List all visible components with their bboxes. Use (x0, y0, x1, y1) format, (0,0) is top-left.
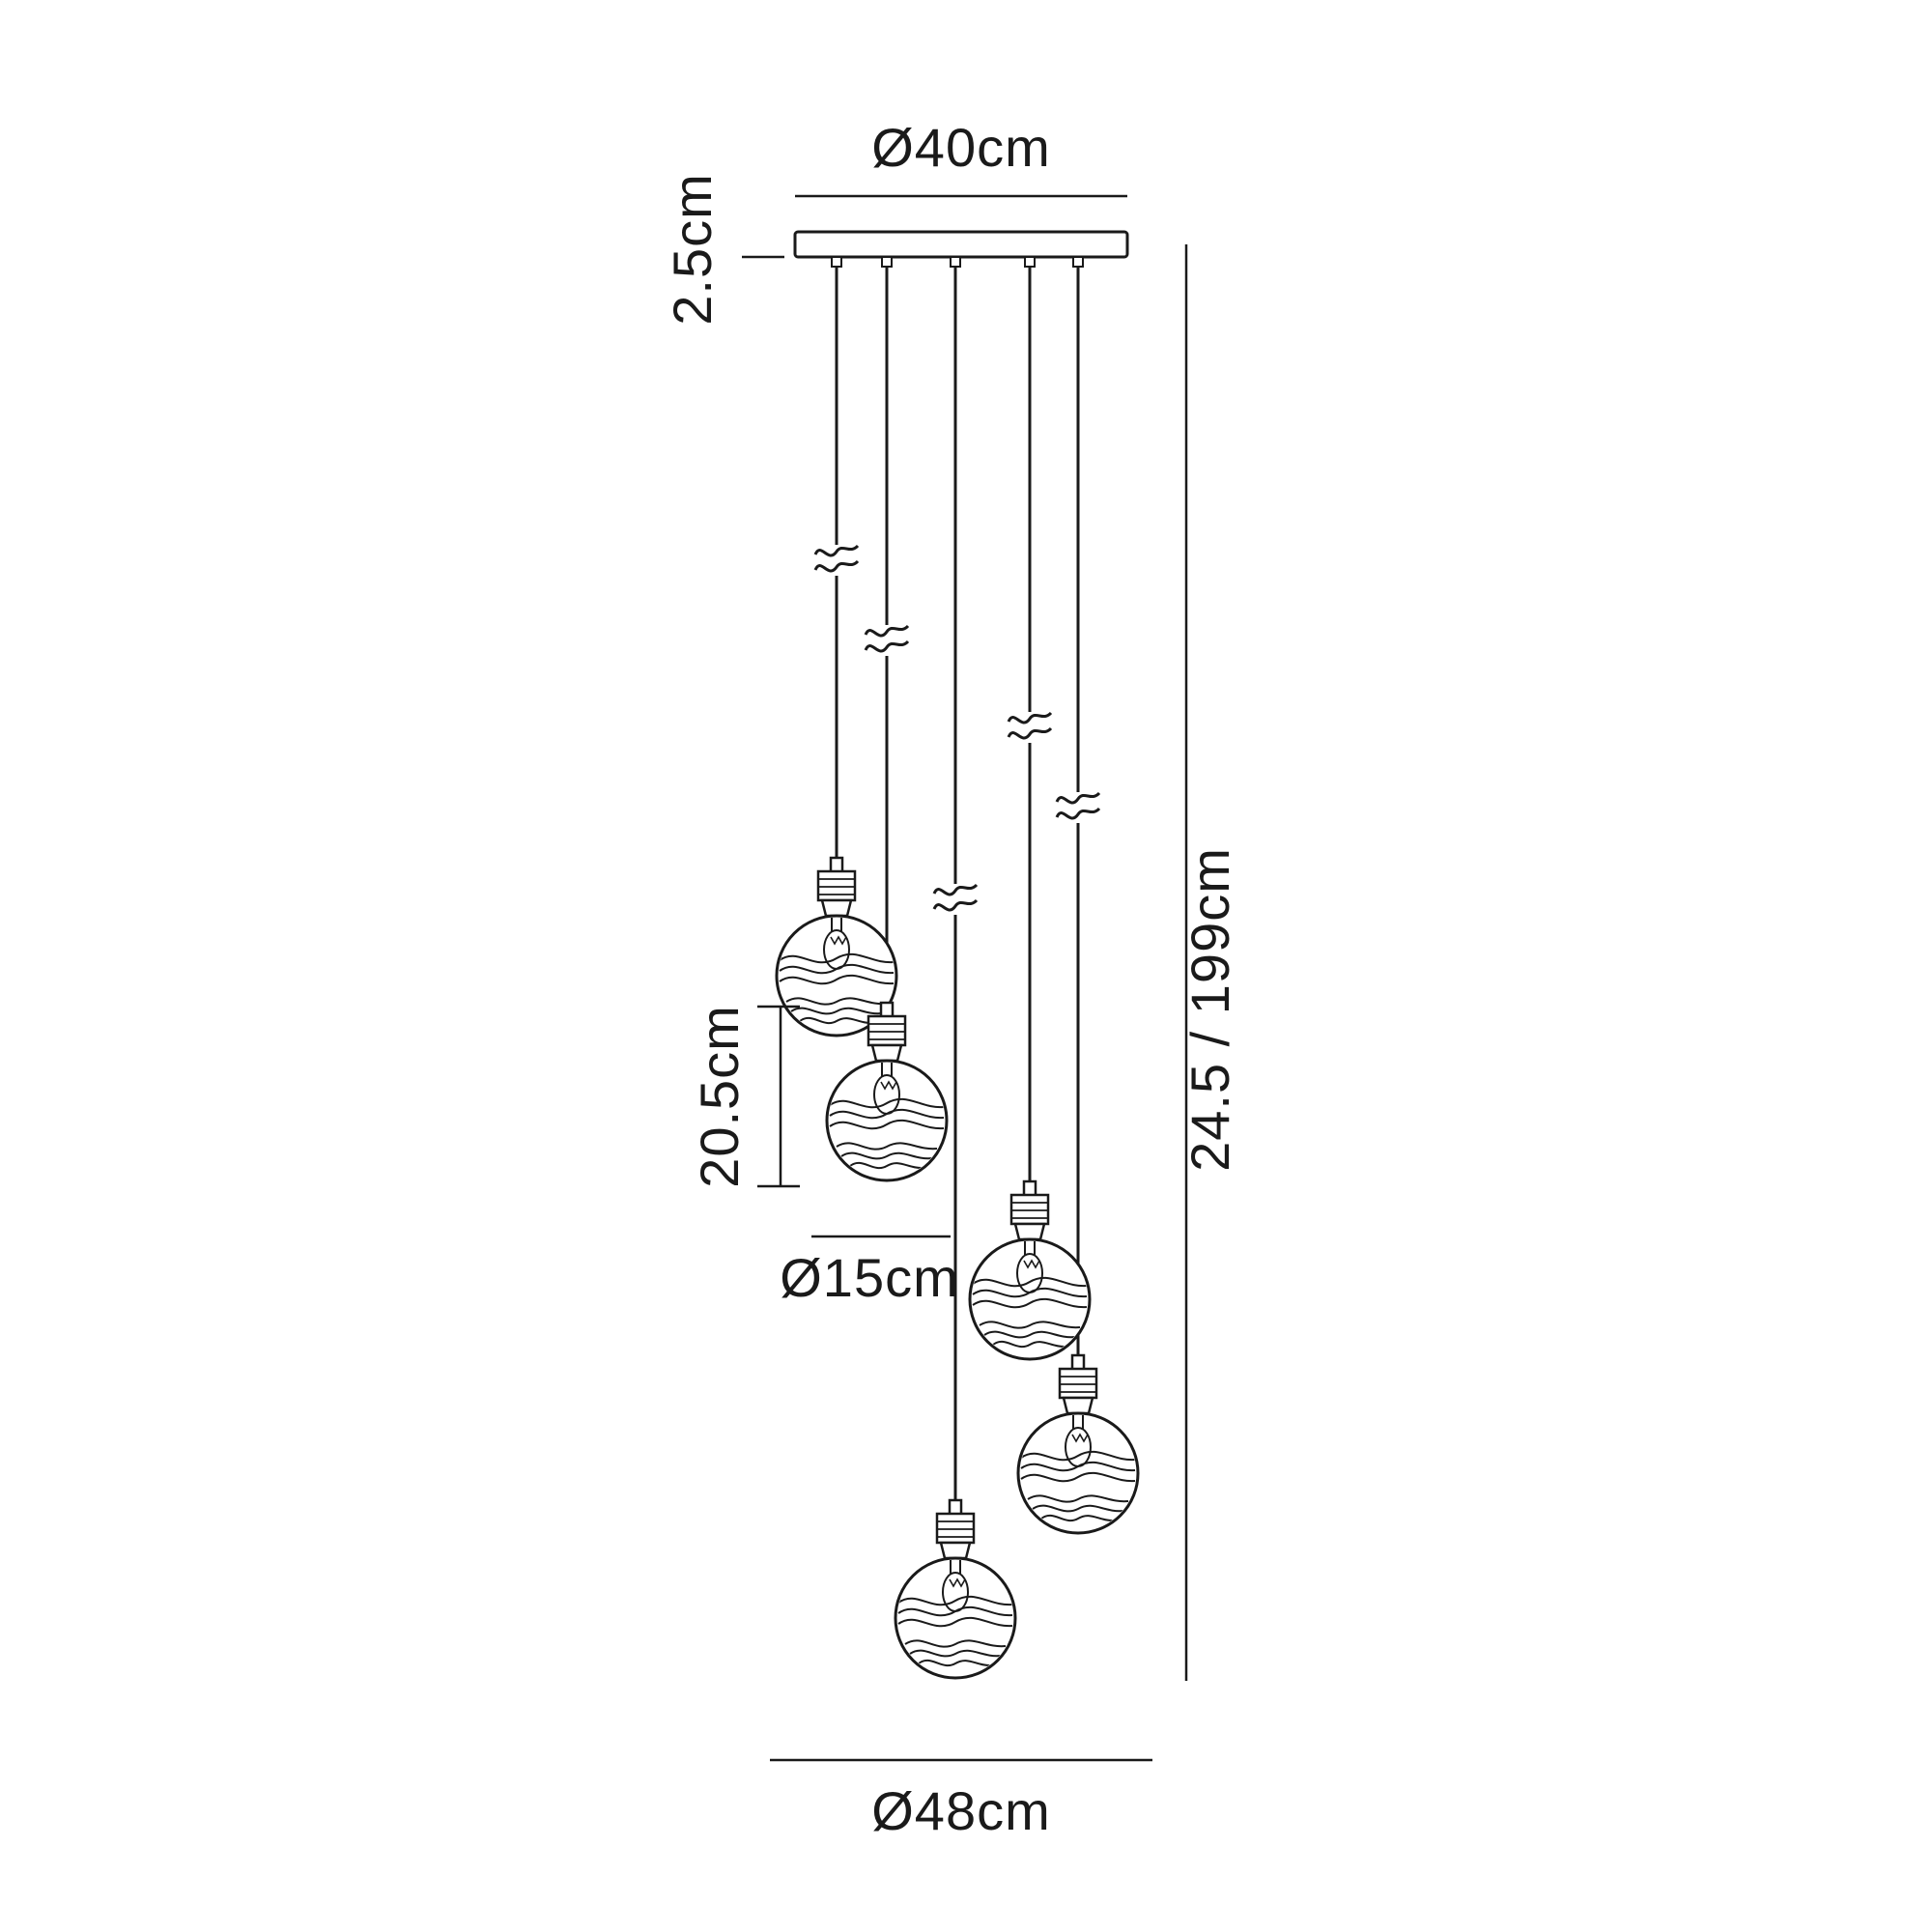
ceiling-plate (793, 230, 1129, 268)
pendant-globe-1 (777, 858, 896, 1036)
dimension-overall-diameter: Ø48cm (770, 1758, 1152, 1841)
pendant-height-label: 20.5cm (689, 1005, 750, 1188)
cord-2 (864, 267, 910, 1003)
cord-break-icon (813, 544, 860, 573)
cord-5 (1055, 267, 1101, 1355)
globe-diameter-label: Ø15cm (780, 1247, 959, 1308)
canopy-height-label: 2.5cm (662, 173, 723, 326)
canopy-diameter-label: Ø40cm (871, 117, 1051, 178)
cord-4 (1007, 267, 1053, 1181)
dimension-pendant-height: 20.5cm (689, 1005, 800, 1188)
dimension-canopy-diameter: Ø40cm (795, 117, 1127, 198)
cord-break-icon (864, 624, 910, 653)
overall-drop-label: 24.5 / 199cm (1179, 847, 1240, 1172)
pendant-globe-5 (895, 1500, 1015, 1678)
dimension-canopy-height: 2.5cm (662, 173, 784, 326)
pendant-globe-3 (970, 1181, 1090, 1359)
dimension-globe-diameter: Ø15cm (780, 1235, 959, 1308)
cord-break-icon (1055, 791, 1101, 820)
cord-1 (813, 267, 860, 858)
dimension-overall-drop: 24.5 / 199cm (1179, 244, 1240, 1681)
cord-break-icon (1007, 711, 1053, 740)
cord-3 (932, 267, 979, 1500)
pendant-globe-4 (1018, 1355, 1138, 1533)
cord-break-icon (932, 883, 979, 912)
overall-diameter-label: Ø48cm (871, 1780, 1051, 1841)
